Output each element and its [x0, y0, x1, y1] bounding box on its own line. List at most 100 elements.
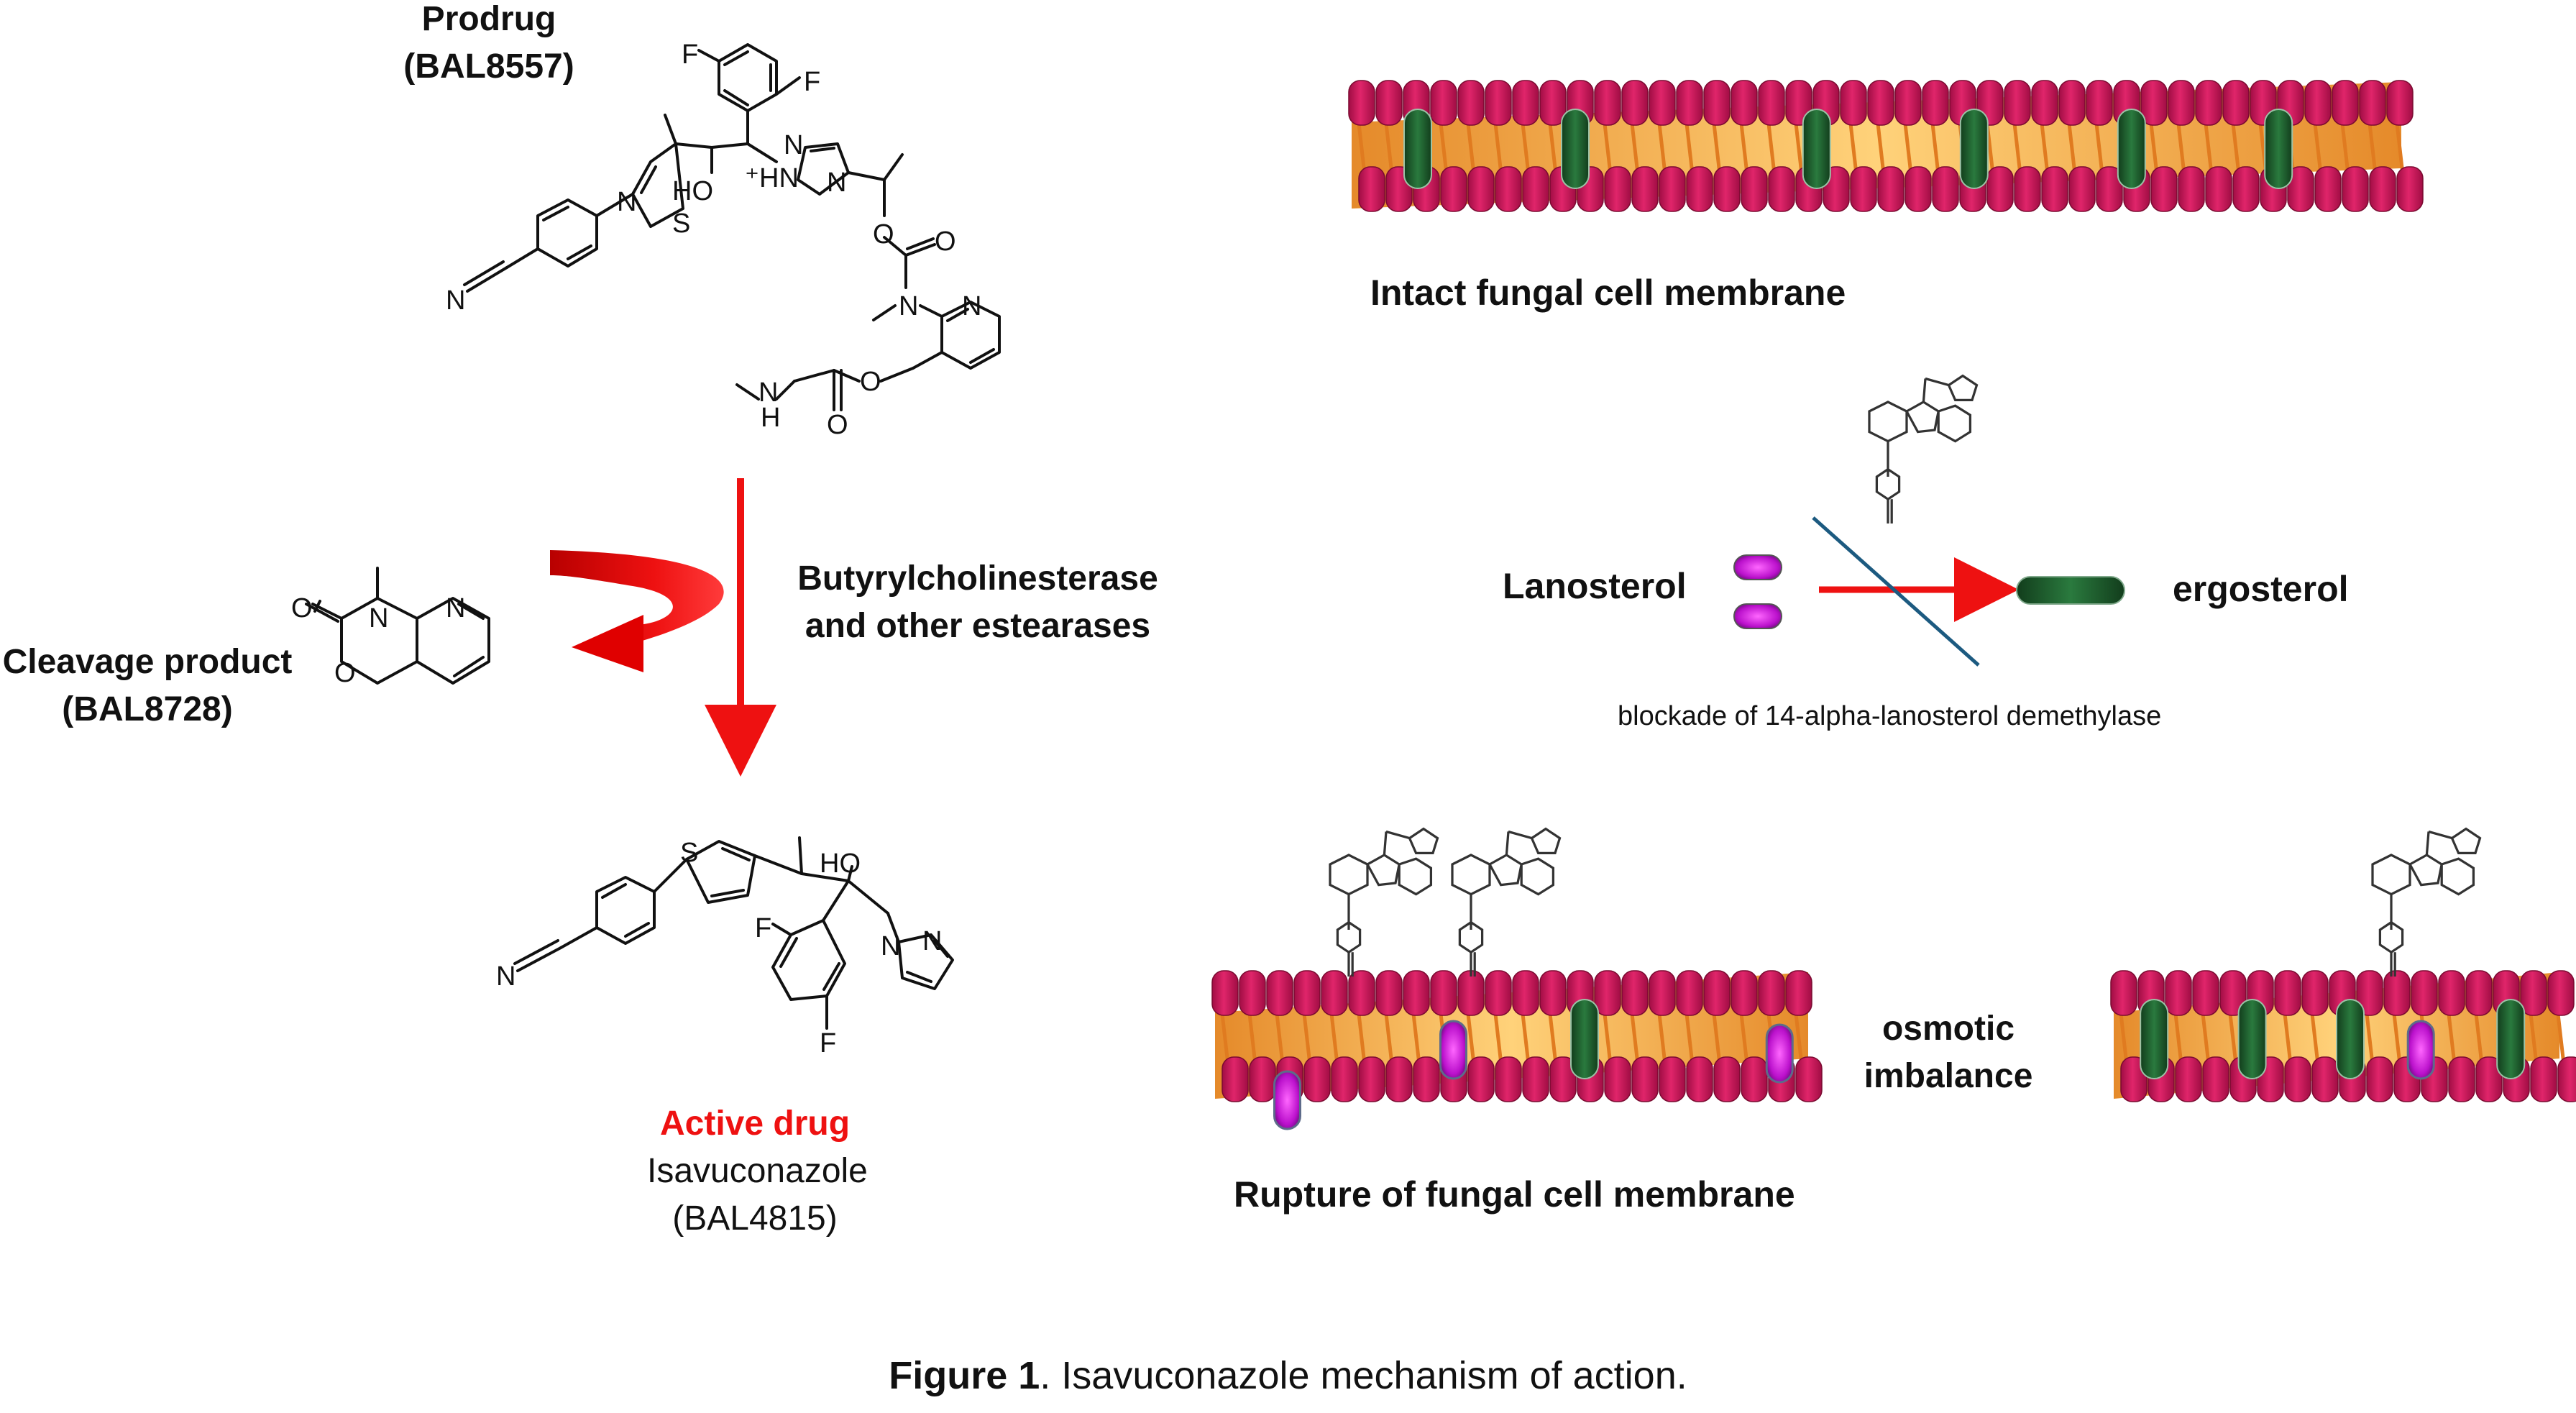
intact-head-bottom [2287, 166, 2314, 212]
rupture-right-tail-line [2173, 1013, 2183, 1065]
azole-molecule-rupture-2 [1451, 827, 1562, 977]
intact-head-top [1922, 80, 1949, 126]
rupture-right-head-top [2411, 970, 2438, 1016]
rupture-left-tail-line [1220, 1013, 1230, 1065]
intact-tail-line [1903, 123, 1913, 175]
cleavage-label: Cleavage product (BAL8728) [0, 639, 295, 733]
intact-head-bottom [1713, 166, 1741, 212]
atom-f-1: F [682, 40, 699, 70]
rupture-left-head-top [1457, 970, 1485, 1016]
intact-tail-line [1603, 123, 1613, 175]
atom-ho: HO [672, 176, 713, 206]
rupture-left-head-bottom [1495, 1056, 1522, 1102]
intact-head-top [1375, 80, 1403, 126]
rupture-left-head-bottom [1303, 1056, 1331, 1102]
rupture-left-head-top [1539, 970, 1567, 1016]
intact-head-bottom [2396, 166, 2424, 212]
intact-tail-line [1493, 123, 1503, 175]
intact-head-bottom [1877, 166, 1905, 212]
atom-s-isavu: S [680, 838, 699, 868]
rupture-right-head-bottom [2284, 1056, 2311, 1102]
rupture-left-head-bottom [1549, 1056, 1577, 1102]
intact-head-bottom [2232, 166, 2260, 212]
intact-ergosterol [2264, 109, 2293, 189]
enzyme-line-2: and other estearases [805, 607, 1151, 645]
intact-head-bottom [2096, 166, 2123, 212]
rupture-right-ergosterol [2140, 999, 2169, 1079]
atom-n-isavu-1: N [881, 931, 901, 961]
intact-head-top [1512, 80, 1539, 126]
blockade-line [1812, 516, 1980, 667]
intact-head-top [2359, 80, 2386, 126]
ruptured-membrane-left [1211, 970, 1823, 1130]
intact-head-top [1594, 80, 1621, 126]
intact-head-top [2058, 80, 2086, 126]
rupture-right-head-top [2438, 970, 2465, 1016]
intact-head-top [1348, 80, 1375, 126]
intact-head-bottom [1986, 166, 2014, 212]
rupture-right-head-top [2547, 970, 2575, 1016]
atom-o-carbamate: O [873, 219, 894, 250]
intact-ergosterol [1561, 109, 1590, 189]
intact-head-bottom [2369, 166, 2396, 212]
atom-h-glycine: H [761, 403, 781, 433]
atom-o-ester: O [860, 367, 881, 397]
prodrug-label: Prodrug (BAL8557) [381, 0, 597, 91]
intact-head-top [1457, 80, 1485, 126]
lanosterol-capsule-bottom [1733, 603, 1782, 629]
atom-f-isavu-1: F [755, 913, 772, 943]
intact-tail-line [1521, 123, 1531, 175]
intact-tail-line [2340, 123, 2350, 175]
rupture-left-tail-line [1739, 1013, 1749, 1065]
rupture-right-tail-line [2365, 1013, 2375, 1065]
intact-head-top [2031, 80, 2058, 126]
intact-tail-line [1466, 123, 1476, 175]
intact-tail-line [1685, 123, 1695, 175]
rupture-right-head-bottom [2202, 1056, 2229, 1102]
intact-head-bottom [2041, 166, 2068, 212]
atom-f-isavu-2: F [820, 1028, 837, 1058]
lanosterol-label: Lanosterol [1503, 566, 1687, 606]
intact-tail-line [1794, 123, 1804, 175]
azole-molecule-pathway [1868, 374, 1979, 523]
intact-tail-line [1630, 123, 1640, 175]
intact-tail-line [2313, 123, 2323, 175]
rupture-right-ergosterol [2237, 999, 2267, 1079]
rupture-right-head-top [2274, 970, 2301, 1016]
rupture-left-head-bottom [1795, 1056, 1823, 1102]
rupture-right-tail-line [2201, 1013, 2211, 1065]
intact-head-bottom [1495, 166, 1522, 212]
rupture-right-lanosterol [2406, 1020, 2435, 1080]
ergosterol-capsule [2016, 576, 2125, 605]
intact-head-top [1703, 80, 1731, 126]
atom-n-pyridine: N [962, 291, 982, 321]
atom-f-2: F [804, 67, 821, 97]
rupture-left-tail-line [1329, 1013, 1339, 1065]
rupture-right-head-top [2192, 970, 2219, 1016]
figure-number: Figure 1 [889, 1354, 1040, 1397]
rupture-right-head-bottom [2448, 1056, 2475, 1102]
intact-head-bottom [1659, 166, 1686, 212]
rupture-left-head-top [1594, 970, 1621, 1016]
rupture-right-ergosterol [2496, 999, 2526, 1079]
intact-membrane [1348, 80, 2424, 212]
intact-head-bottom [2068, 166, 2096, 212]
intact-tail-line [2368, 123, 2378, 175]
rupture-left-tail-line [1794, 1013, 1804, 1065]
intact-head-bottom [1358, 166, 1385, 212]
intact-ergosterol [1959, 109, 1989, 189]
rupture-right-tail-line [2228, 1013, 2238, 1065]
intact-tail-line [1439, 123, 1449, 175]
prodrug-title: Prodrug [421, 0, 556, 38]
enzyme-line-1: Butyrylcholinesterase [797, 559, 1158, 598]
atom-n-triazole: N [827, 168, 847, 198]
rupture-left-tail-line [1521, 1013, 1531, 1065]
intact-head-top [1539, 80, 1567, 126]
rupture-left-tail-line [1657, 1013, 1667, 1065]
intact-head-top [2332, 80, 2359, 126]
intact-head-top [1731, 80, 1758, 126]
rupture-left-head-bottom [1249, 1056, 1276, 1102]
rupture-left-head-top [1321, 970, 1348, 1016]
intact-ergosterol [1403, 109, 1432, 189]
